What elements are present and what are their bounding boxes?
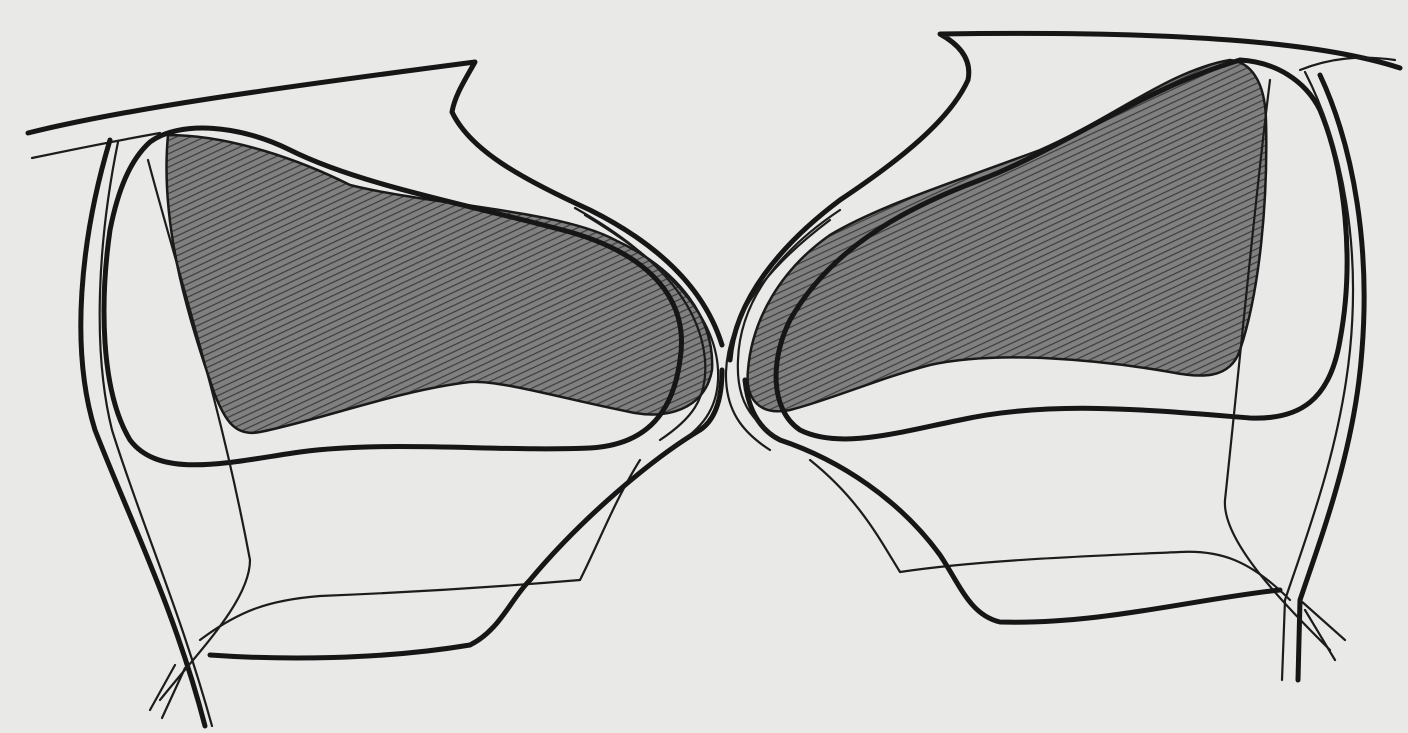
right-floor-fray-1 — [1300, 600, 1345, 640]
left-section-drawing — [28, 62, 722, 726]
left-shaded-cavity — [166, 135, 712, 433]
right-section-drawing — [726, 33, 1400, 680]
right-outer-wall-inner — [1282, 72, 1353, 680]
left-floor-thin — [200, 460, 640, 640]
right-floor-thin — [810, 460, 1290, 600]
